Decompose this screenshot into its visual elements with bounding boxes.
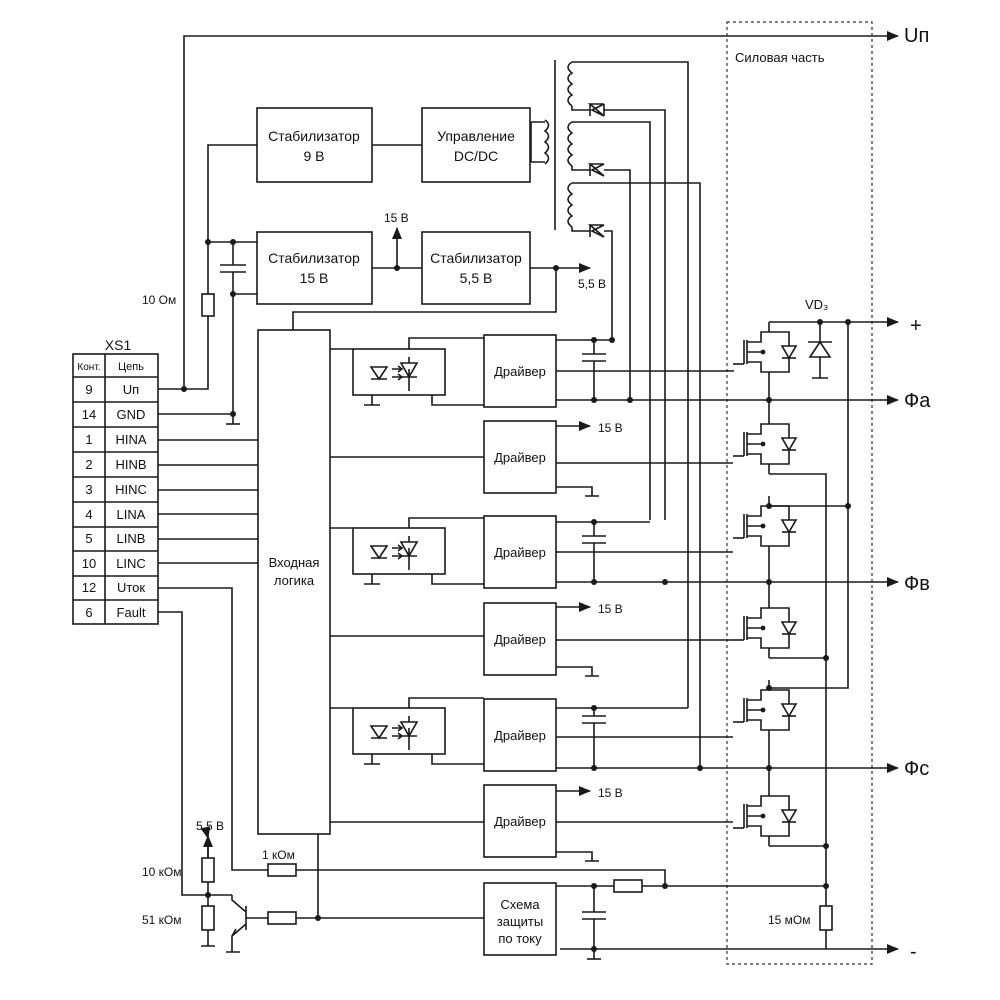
svg-text:Драйвер: Драйвер bbox=[494, 545, 546, 560]
svg-text:4: 4 bbox=[85, 507, 92, 522]
phase-c-label: Фс bbox=[904, 758, 929, 780]
svg-text:Драйвер: Драйвер bbox=[494, 814, 546, 829]
minus-label: - bbox=[910, 941, 917, 963]
power-part-frame bbox=[726, 21, 873, 965]
transistor-b-high bbox=[732, 495, 797, 557]
svg-text:DC/DC: DC/DC bbox=[454, 148, 498, 164]
svg-text:15 В: 15 В bbox=[598, 602, 623, 616]
driver-b-low: Драйвер bbox=[483, 602, 557, 676]
svg-text:15 В: 15 В bbox=[598, 786, 623, 800]
svg-text:9 В: 9 В bbox=[303, 148, 324, 164]
svg-text:LINB: LINB bbox=[117, 531, 146, 546]
svg-text:9: 9 bbox=[85, 382, 92, 397]
svg-text:HINB: HINB bbox=[115, 457, 146, 472]
svg-text:Uп: Uп bbox=[123, 382, 139, 397]
resistor-10k bbox=[201, 857, 215, 883]
svg-text:Fault: Fault bbox=[117, 605, 146, 620]
optocoupler-c bbox=[352, 707, 446, 755]
svg-text:15 В: 15 В bbox=[598, 421, 623, 435]
svg-text:51 кОм: 51 кОм bbox=[142, 913, 182, 927]
transistor-a-low bbox=[732, 413, 797, 475]
driver-c-low: Драйвер bbox=[483, 784, 557, 858]
svg-text:LINA: LINA bbox=[117, 507, 146, 522]
stabilizer-9v-block bbox=[256, 107, 373, 183]
svg-text:Стабилизатор: Стабилизатор bbox=[430, 250, 522, 266]
svg-text:GND: GND bbox=[117, 407, 146, 422]
svg-text:5,5 В: 5,5 В bbox=[460, 270, 493, 286]
svg-text:2: 2 bbox=[85, 457, 92, 472]
svg-text:Конт.: Конт. bbox=[77, 362, 100, 373]
svg-text:5,5 В: 5,5 В bbox=[578, 277, 606, 291]
svg-text:Цепь: Цепь bbox=[118, 361, 144, 373]
current-protection-block bbox=[483, 882, 557, 956]
svg-text:Управление: Управление bbox=[437, 128, 515, 144]
optocoupler-b bbox=[352, 527, 446, 575]
svg-text:LINC: LINC bbox=[116, 556, 146, 571]
svg-text:Драйвер: Драйвер bbox=[494, 450, 546, 465]
svg-text:10: 10 bbox=[82, 556, 96, 571]
svg-text:6: 6 bbox=[85, 605, 92, 620]
svg-text:10 Ом: 10 Ом bbox=[142, 293, 176, 307]
svg-text:HINA: HINA bbox=[115, 432, 146, 447]
svg-text:Схема: Схема bbox=[500, 897, 540, 912]
svg-text:по току: по току bbox=[498, 931, 542, 946]
stabilizer-5v5-block bbox=[421, 231, 531, 305]
svg-text:1 кОм: 1 кОм bbox=[262, 848, 295, 862]
svg-text:Стабилизатор: Стабилизатор bbox=[268, 128, 360, 144]
resistor-51k bbox=[201, 905, 215, 931]
transistor-c-low bbox=[732, 785, 797, 847]
svg-text:14: 14 bbox=[82, 407, 96, 422]
svg-text:Входная: Входная bbox=[269, 555, 320, 570]
svg-text:15 В: 15 В bbox=[384, 211, 409, 225]
shunt-resistor bbox=[819, 905, 833, 931]
transistor-a-high bbox=[732, 321, 797, 383]
un-output-label: Uп bbox=[904, 25, 929, 47]
svg-text:3: 3 bbox=[85, 482, 92, 497]
phase-b-label: Фв bbox=[904, 573, 930, 595]
svg-text:защиты: защиты bbox=[497, 914, 543, 929]
svg-text:1: 1 bbox=[85, 432, 92, 447]
power-part-label: Силовая часть bbox=[735, 50, 825, 65]
svg-text:логика: логика bbox=[274, 573, 315, 588]
optocoupler-a bbox=[352, 348, 446, 396]
stabilizer-15v-block bbox=[256, 231, 373, 305]
driver-a-high: Драйвер bbox=[483, 334, 557, 408]
phase-a-label: Фа bbox=[904, 390, 931, 412]
connector-table: Конт. Цепь 9 Uп 14 GND 1 HINA 2 HINB 3 H… bbox=[72, 353, 159, 625]
svg-text:15 мОм: 15 мОм bbox=[768, 913, 811, 927]
svg-text:Uток: Uток bbox=[117, 580, 145, 595]
svg-text:5: 5 bbox=[85, 531, 92, 546]
svg-text:15 В: 15 В bbox=[300, 270, 329, 286]
svg-text:12: 12 bbox=[82, 580, 96, 595]
driver-a-low: Драйвер bbox=[483, 420, 557, 494]
dcdc-control-block bbox=[421, 107, 531, 183]
transistor-c-high bbox=[732, 679, 797, 741]
vd3-label: VD₃ bbox=[805, 297, 828, 312]
input-logic-block bbox=[257, 329, 331, 835]
plus-label: + bbox=[910, 315, 922, 337]
svg-text:Стабилизатор: Стабилизатор bbox=[268, 250, 360, 266]
svg-text:Драйвер: Драйвер bbox=[494, 364, 546, 379]
svg-text:HINC: HINC bbox=[115, 482, 147, 497]
connector-title: XS1 bbox=[105, 337, 132, 353]
resistor-1k bbox=[267, 863, 297, 877]
svg-text:10 кОм: 10 кОм bbox=[142, 865, 182, 879]
driver-c-high: Драйвер bbox=[483, 698, 557, 772]
svg-text:Драйвер: Драйвер bbox=[494, 728, 546, 743]
svg-text:Драйвер: Драйвер bbox=[494, 632, 546, 647]
transistor-b-low bbox=[732, 597, 797, 659]
svg-text:5,5 В: 5,5 В bbox=[196, 819, 224, 833]
driver-b-high: Драйвер bbox=[483, 515, 557, 589]
